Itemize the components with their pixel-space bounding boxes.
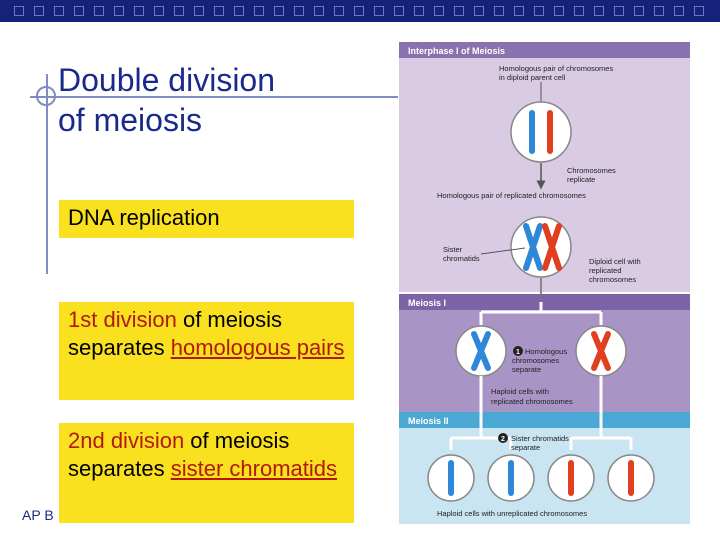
label-replicate-1: Chromosomes bbox=[567, 166, 616, 175]
banner-square bbox=[554, 6, 564, 16]
chromosome-red bbox=[547, 110, 553, 154]
step1-number: 1 bbox=[516, 349, 520, 356]
label-homologous-pair-1: Homologous pair of chromosomes bbox=[499, 64, 613, 73]
meiosis1-split-lines bbox=[479, 302, 603, 325]
banner-square bbox=[214, 6, 224, 16]
label-sister-1: Sister bbox=[443, 245, 463, 254]
banner-square bbox=[354, 6, 364, 16]
banner-square bbox=[154, 6, 164, 16]
banner-square bbox=[34, 6, 44, 16]
second-division-text: of meiosis separates bbox=[68, 428, 290, 481]
replicated-chromosome-red bbox=[542, 223, 562, 271]
banner-square bbox=[234, 6, 244, 16]
top-banner bbox=[0, 0, 720, 22]
label-homologous-pair-2: in diploid parent cell bbox=[499, 73, 566, 82]
label-haploid-replicated-1: Haploid cells with bbox=[491, 387, 549, 396]
chromosome-blue bbox=[529, 110, 535, 154]
pointer-line bbox=[480, 247, 526, 255]
replicated-chromosome-blue bbox=[523, 223, 543, 271]
label-diploid-3: chromosomes bbox=[589, 275, 636, 284]
banner-square bbox=[574, 6, 584, 16]
meiosis2-header bbox=[399, 412, 690, 428]
banner-square bbox=[174, 6, 184, 16]
banner-square bbox=[74, 6, 84, 16]
dna-replication-text: DNA replication bbox=[68, 205, 220, 230]
label-step1-3: separate bbox=[512, 365, 541, 374]
label-step1-2: chromosomes bbox=[512, 356, 559, 365]
banner-square bbox=[294, 6, 304, 16]
banner-square bbox=[394, 6, 404, 16]
banner-square bbox=[54, 6, 64, 16]
second-division-box: 2nd division of meiosis separates sister… bbox=[59, 423, 354, 523]
label-replicate-2: replicate bbox=[567, 175, 595, 184]
slide-title-line1: Double division bbox=[58, 62, 276, 98]
replicated-chromosome-red bbox=[591, 331, 611, 371]
chromosome-blue bbox=[448, 460, 454, 496]
banner-square bbox=[334, 6, 344, 16]
label-step1-1: Homologous bbox=[525, 347, 567, 356]
second-division-term: 2nd division bbox=[68, 428, 185, 453]
step1-badge bbox=[513, 346, 523, 356]
slide-title-line2: of meiosis bbox=[58, 102, 203, 138]
banner-square bbox=[194, 6, 204, 16]
banner-square bbox=[254, 6, 264, 16]
meiosis2-split-lines bbox=[449, 376, 633, 450]
step2-badge bbox=[498, 433, 508, 443]
sister-chromatids-term: sister chromatids bbox=[170, 456, 338, 481]
banner-square bbox=[634, 6, 644, 16]
homologous-pairs-term: homologous pairs bbox=[170, 335, 345, 360]
meiosis-diagram: Interphase I of Meiosis Homologous pair … bbox=[399, 42, 690, 524]
banner-square bbox=[454, 6, 464, 16]
meiosis1-title: Meiosis I bbox=[408, 298, 446, 308]
label-sister-2: chromatids bbox=[443, 254, 480, 263]
label-haploid-unreplicated: Haploid cells with unreplicated chromoso… bbox=[437, 509, 587, 518]
chromosome-blue bbox=[508, 460, 514, 496]
banner-square bbox=[114, 6, 124, 16]
first-division-text: of meiosis separates bbox=[68, 307, 282, 360]
replicated-chromosome-blue bbox=[471, 331, 491, 371]
label-diploid-1: Diploid cell with bbox=[589, 257, 641, 266]
interphase-header bbox=[399, 42, 690, 58]
banner-square bbox=[434, 6, 444, 16]
banner-square bbox=[654, 6, 664, 16]
label-diploid-2: replicated bbox=[589, 266, 622, 275]
label-replicated-pair: Homologous pair of replicated chromosome… bbox=[437, 191, 586, 200]
banner-square bbox=[594, 6, 604, 16]
banner-square bbox=[14, 6, 24, 16]
banner-square bbox=[314, 6, 324, 16]
decorative-crosshair-circle bbox=[36, 86, 56, 106]
banner-square bbox=[494, 6, 504, 16]
chromosome-red bbox=[568, 460, 574, 496]
meiosis1-header bbox=[399, 294, 690, 310]
banner-square bbox=[694, 6, 704, 16]
step2-number: 2 bbox=[501, 436, 505, 443]
label-haploid-replicated-2: replicated chromosomes bbox=[491, 397, 573, 406]
banner-square bbox=[514, 6, 524, 16]
banner-square bbox=[274, 6, 284, 16]
banner-square bbox=[614, 6, 624, 16]
footer-text: AP B bbox=[22, 507, 54, 523]
decorative-horizontal-rule bbox=[30, 96, 398, 98]
banner-square bbox=[414, 6, 424, 16]
banner-square bbox=[374, 6, 384, 16]
diploid-parent-cell bbox=[510, 101, 572, 163]
banner-square bbox=[674, 6, 684, 16]
banner-square bbox=[474, 6, 484, 16]
decorative-vertical-rule bbox=[46, 74, 48, 274]
first-division-box: 1st division of meiosis separates homolo… bbox=[59, 302, 354, 400]
interphase-title: Interphase I of Meiosis bbox=[408, 46, 505, 56]
banner-square bbox=[134, 6, 144, 16]
label-step2-2: separate bbox=[511, 443, 540, 452]
meiosis1-panel bbox=[399, 294, 690, 412]
banner-square bbox=[534, 6, 544, 16]
label-step2-1: Sister chromatids bbox=[511, 434, 569, 443]
dna-replication-box: DNA replication bbox=[59, 200, 354, 238]
chromosome-red bbox=[628, 460, 634, 496]
slide-title: Double division of meiosis bbox=[58, 60, 275, 140]
first-division-term: 1st division bbox=[68, 307, 177, 332]
banner-square bbox=[94, 6, 104, 16]
meiosis2-title: Meiosis II bbox=[408, 416, 449, 426]
